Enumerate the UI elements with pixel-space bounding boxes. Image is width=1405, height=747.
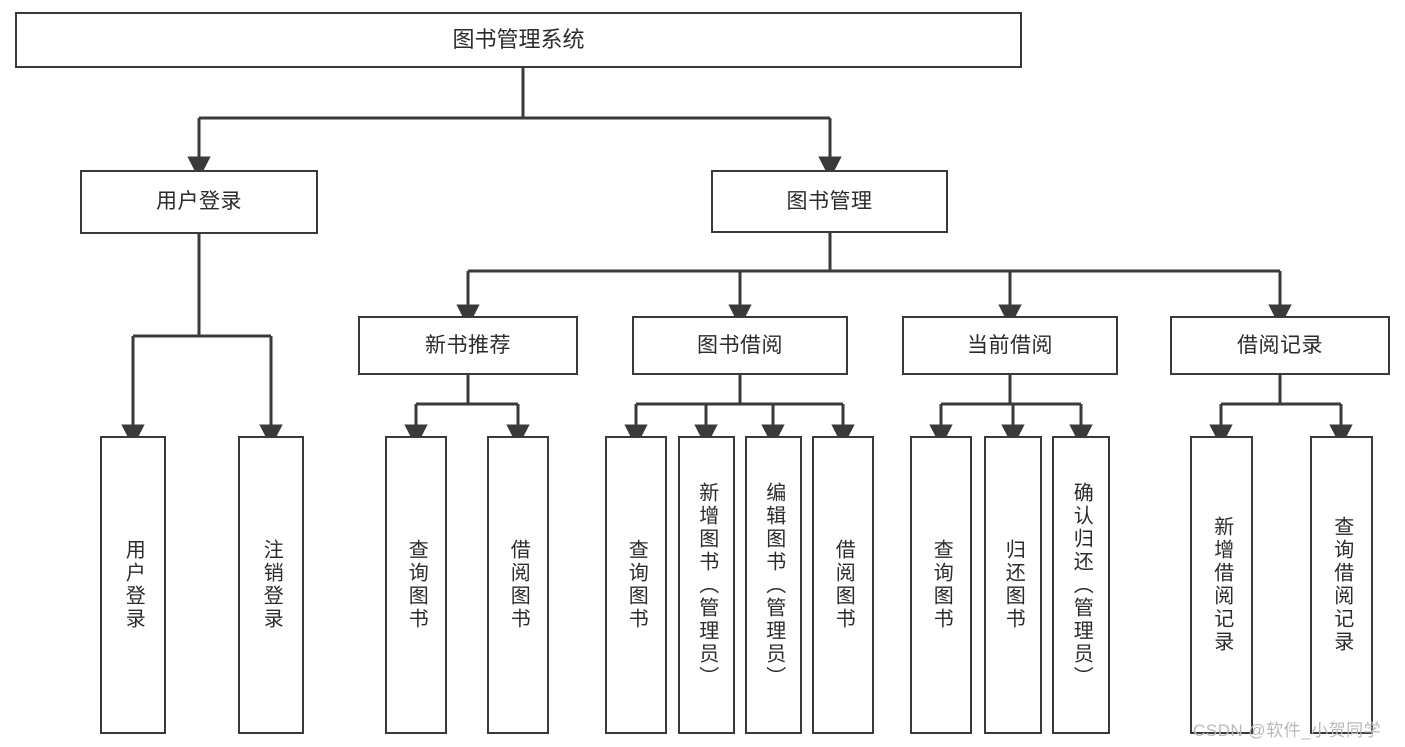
leaf-user-login-label: 用户登录: [122, 539, 145, 631]
node-new-book-recommendation[interactable]: 新书推荐: [358, 316, 578, 375]
leaf-query-borrow-record[interactable]: 查询借阅记录: [1310, 436, 1373, 734]
leaf-confirm-return-admin[interactable]: 确认归还（管理员）: [1052, 436, 1110, 734]
leaf-confirm-return-admin-label: 确认归还（管理员）: [1070, 481, 1093, 689]
node-user-login[interactable]: 用户登录: [80, 170, 318, 234]
node-book-management-label: 图书管理: [786, 189, 873, 213]
leaf-edit-book-admin-label: 编辑图书（管理员）: [762, 481, 785, 689]
leaf-add-borrow-record-label: 新增借阅记录: [1210, 516, 1233, 654]
node-root-label: 图书管理系统: [452, 26, 585, 52]
leaf-query-book-borrowing-label: 查询图书: [625, 539, 648, 631]
leaf-return-book-label: 归还图书: [1002, 539, 1025, 631]
leaf-borrow-book[interactable]: 借阅图书: [812, 436, 874, 734]
node-new-book-recommendation-label: 新书推荐: [425, 333, 511, 357]
node-user-login-label: 用户登录: [156, 190, 242, 214]
leaf-add-book-admin[interactable]: 新增图书（管理员）: [678, 436, 735, 734]
leaf-query-book-current[interactable]: 查询图书: [910, 436, 972, 734]
leaf-query-borrow-record-label: 查询借阅记录: [1330, 516, 1353, 654]
watermark: CSDN @软件_小贺同学: [1193, 721, 1382, 740]
leaf-query-book-recommendation-label: 查询图书: [405, 539, 428, 631]
node-borrow-records-label: 借阅记录: [1237, 333, 1323, 357]
leaf-borrow-book-label: 借阅图书: [832, 539, 855, 631]
leaf-edit-book-admin[interactable]: 编辑图书（管理员）: [745, 436, 802, 734]
node-book-management[interactable]: 图书管理: [711, 170, 948, 233]
leaf-add-borrow-record[interactable]: 新增借阅记录: [1190, 436, 1253, 734]
leaf-query-book-current-label: 查询图书: [930, 539, 953, 631]
leaf-borrow-book-recommendation[interactable]: 借阅图书: [487, 436, 549, 734]
node-book-borrowing[interactable]: 图书借阅: [632, 316, 848, 375]
leaf-user-login[interactable]: 用户登录: [100, 436, 166, 734]
node-current-borrowing-label: 当前借阅: [967, 333, 1053, 357]
leaf-query-book-borrowing[interactable]: 查询图书: [605, 436, 667, 734]
leaf-return-book[interactable]: 归还图书: [984, 436, 1042, 734]
leaf-query-book-recommendation[interactable]: 查询图书: [385, 436, 447, 734]
leaf-logout-label: 注销登录: [260, 539, 283, 631]
leaf-logout[interactable]: 注销登录: [238, 436, 304, 734]
node-root[interactable]: 图书管理系统: [15, 12, 1022, 68]
node-current-borrowing[interactable]: 当前借阅: [902, 316, 1118, 375]
node-book-borrowing-label: 图书借阅: [697, 333, 783, 357]
leaf-add-book-admin-label: 新增图书（管理员）: [695, 481, 718, 689]
node-borrow-records[interactable]: 借阅记录: [1170, 316, 1390, 375]
leaf-borrow-book-recommendation-label: 借阅图书: [507, 539, 530, 631]
